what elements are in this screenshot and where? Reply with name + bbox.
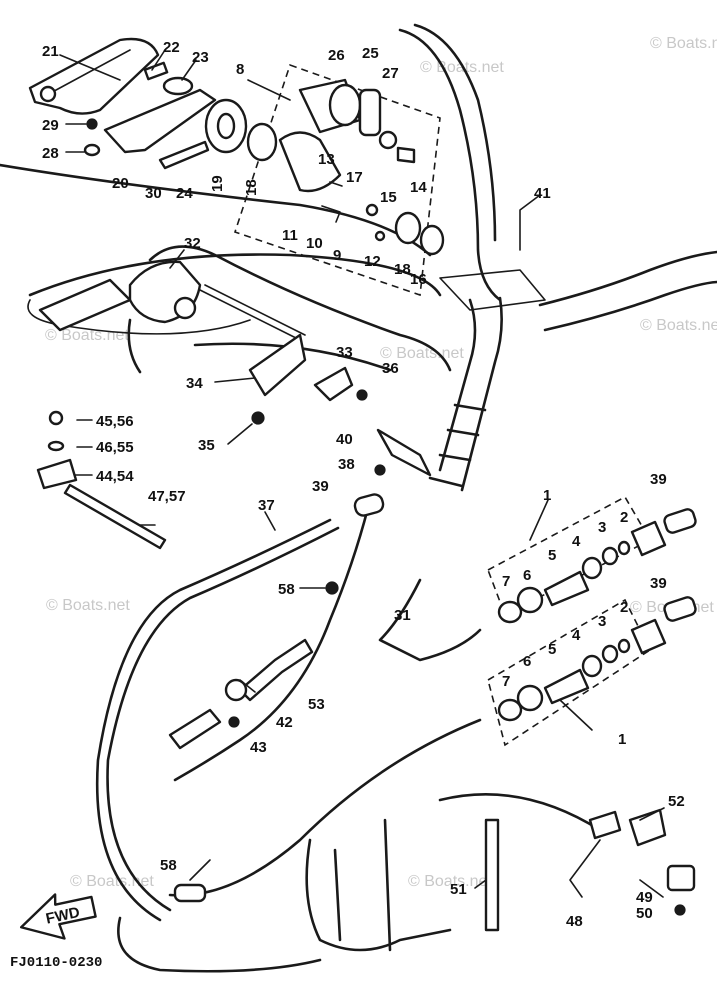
- cables: [95, 498, 602, 973]
- callout-label: 5: [548, 641, 556, 658]
- diagram-code: FJ0110-0230: [10, 955, 102, 971]
- callout-label: 42: [276, 714, 293, 731]
- grip-assembly: [28, 37, 217, 170]
- watermark: © Boats.net: [46, 597, 130, 614]
- callout-label: 1: [618, 731, 626, 748]
- callout-label: 47,57: [148, 488, 186, 505]
- callout-label: 33: [336, 344, 353, 361]
- callout-label: 44,54: [96, 468, 134, 485]
- callout-label: 2: [620, 509, 628, 526]
- callout-label: 39: [650, 575, 667, 592]
- throttle-lever: [38, 260, 306, 341]
- fwd-arrow: FWD: [19, 893, 97, 940]
- callout-label: 29: [42, 117, 59, 134]
- callout-label: 14: [410, 179, 427, 196]
- callout-labels: 21 22 23 29 28 20 30 24 19 8 18 26 25 27…: [42, 39, 685, 930]
- callout-label: 8: [236, 61, 244, 78]
- callout-label: 50: [636, 905, 653, 922]
- callout-label: 43: [250, 739, 267, 756]
- cable-end-assembly-lower: [487, 596, 697, 747]
- callout-label: 5: [548, 547, 556, 564]
- callout-label: 32: [184, 235, 201, 252]
- callout-label: 38: [338, 456, 355, 473]
- callout-label: 23: [192, 49, 209, 66]
- callout-label: 2: [620, 599, 628, 616]
- cable-brackets: [248, 333, 432, 477]
- callout-label: 46,55: [96, 439, 134, 456]
- callout-label: 53: [308, 696, 325, 713]
- callout-label: 48: [566, 913, 583, 930]
- callout-label: 36: [382, 360, 399, 377]
- callout-label: 6: [523, 567, 531, 584]
- callout-label: 34: [186, 375, 203, 392]
- callout-label: 4: [572, 533, 581, 550]
- callout-label: 20: [112, 175, 129, 192]
- callout-label: 7: [502, 573, 510, 590]
- callout-label: 21: [42, 43, 59, 60]
- watermark: © Boats.net: [650, 35, 717, 52]
- callout-label: 39: [650, 471, 667, 488]
- clamp-parts: [36, 410, 167, 550]
- callout-label: 51: [450, 881, 467, 898]
- callout-label: 16: [410, 271, 427, 288]
- callout-label: 13: [318, 151, 335, 168]
- callout-label: 26: [328, 47, 345, 64]
- callout-label: 41: [534, 185, 551, 202]
- callout-label: 11: [282, 227, 298, 244]
- callout-label: 28: [42, 145, 59, 162]
- callout-label: 24: [176, 185, 193, 202]
- cable-fittings: [168, 493, 696, 932]
- callout-label: 30: [145, 185, 162, 202]
- callout-label: 4: [572, 627, 581, 644]
- callout-label: 19: [209, 175, 226, 192]
- callout-label: 58: [278, 581, 295, 598]
- callout-label: 6: [523, 653, 531, 670]
- callout-label: 35: [198, 437, 215, 454]
- switch-assembly: [204, 63, 445, 297]
- callout-label: 58: [160, 857, 177, 874]
- callout-label: 39: [312, 478, 329, 495]
- cable-end-assembly-upper: [487, 495, 697, 624]
- callout-label: 45,56: [96, 413, 134, 430]
- callout-label: 10: [306, 235, 323, 252]
- callout-label: 27: [382, 65, 399, 82]
- callout-label: 22: [163, 39, 180, 56]
- callout-label: 1: [543, 487, 551, 504]
- hull-outline: [0, 23, 717, 492]
- callout-label: 25: [362, 45, 379, 62]
- callout-label: 12: [364, 253, 381, 270]
- callout-label: 17: [346, 169, 363, 186]
- callout-label: 3: [598, 613, 606, 630]
- callout-label: 9: [333, 247, 341, 264]
- callout-label: 52: [668, 793, 685, 810]
- callout-label: 40: [336, 431, 353, 448]
- callout-label: 15: [380, 189, 397, 206]
- callout-label: 37: [258, 497, 275, 514]
- callout-label: 3: [598, 519, 606, 536]
- leader-lines: [59, 49, 665, 898]
- callout-label: 49: [636, 889, 653, 906]
- watermark-layer: © Boats.net © Boats.net © Boats.net © Bo…: [45, 35, 717, 890]
- watermark: © Boats.net: [408, 873, 492, 890]
- callout-label: 18: [394, 261, 411, 278]
- watermark: © Boats.net: [640, 317, 717, 334]
- callout-label: 7: [502, 673, 510, 690]
- callout-label: 18: [243, 179, 260, 196]
- fwd-label: FWD: [44, 904, 81, 928]
- callout-label: 31: [394, 607, 411, 624]
